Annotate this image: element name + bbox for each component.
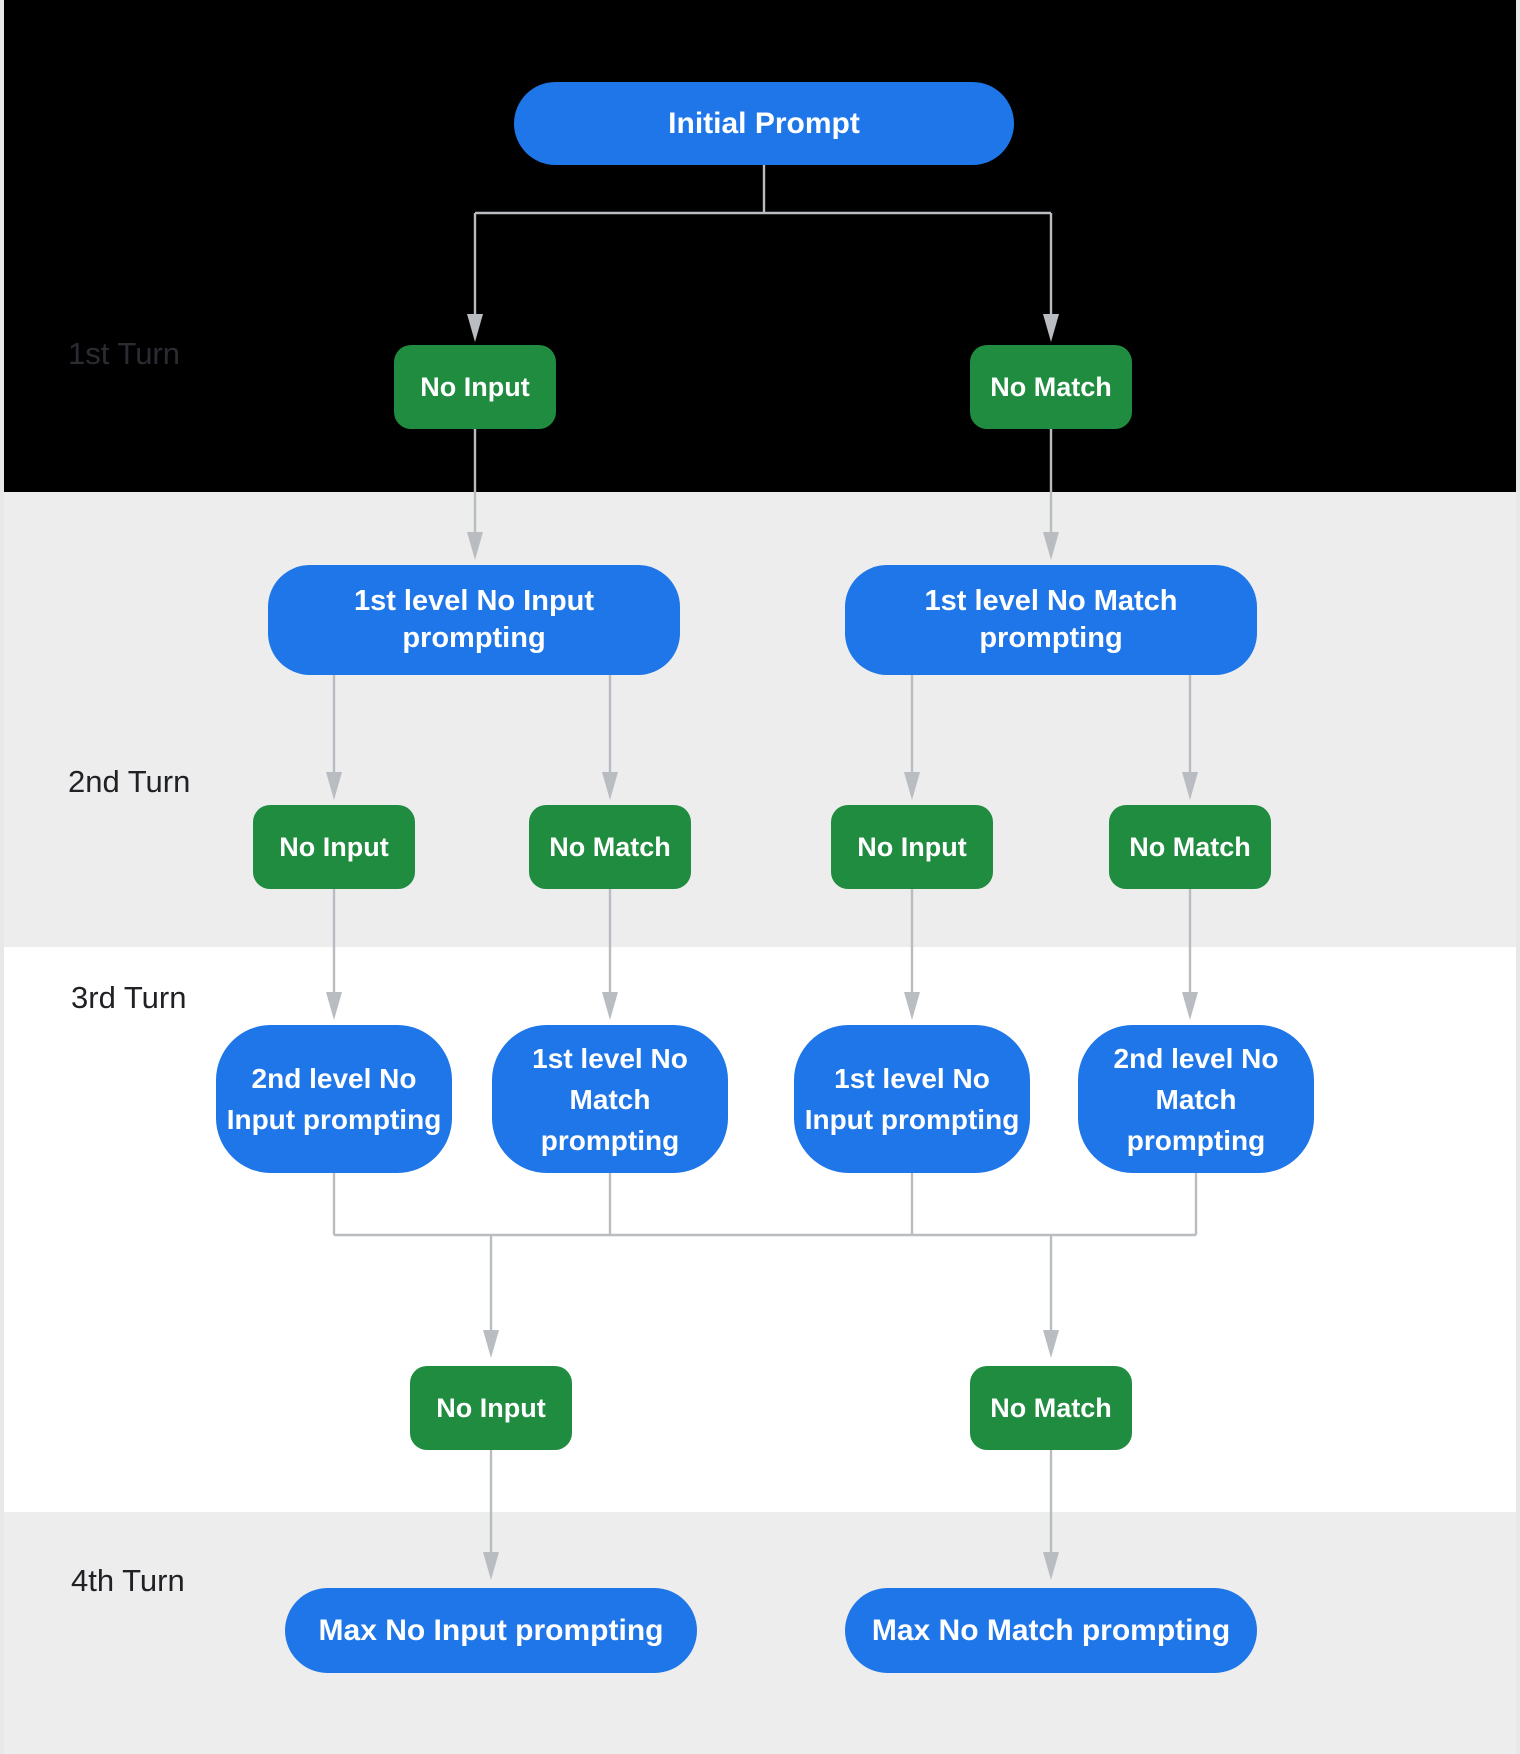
node-turn1-no-match: No Match bbox=[970, 345, 1132, 429]
node-level2-no-input-prompting: 2nd level No Input prompting bbox=[216, 1025, 452, 1173]
turn-label-2: 2nd Turn bbox=[68, 764, 191, 799]
node-initial-prompt: Initial Prompt bbox=[514, 82, 1014, 165]
node-level1-no-input-prompting-2: 1st level No Input prompting bbox=[794, 1025, 1030, 1173]
node-max-no-match-prompting: Max No Match prompting bbox=[845, 1588, 1257, 1673]
node-turn3-no-match: No Match bbox=[970, 1366, 1132, 1450]
node-turn1-no-input: No Input bbox=[394, 345, 556, 429]
turn-label-1: 1st Turn bbox=[68, 336, 180, 371]
section-turn1-background bbox=[4, 0, 1516, 492]
section-turn3-background bbox=[4, 947, 1516, 1512]
node-level1-no-input-prompting: 1st level No Input prompting bbox=[268, 565, 680, 675]
turn-label-4: 4th Turn bbox=[71, 1563, 185, 1598]
node-turn2-no-input-right: No Input bbox=[831, 805, 993, 889]
node-turn2-no-match-left: No Match bbox=[529, 805, 691, 889]
node-turn2-no-match-right: No Match bbox=[1109, 805, 1271, 889]
section-turn4-background bbox=[4, 1512, 1516, 1754]
node-max-no-input-prompting: Max No Input prompting bbox=[285, 1588, 697, 1673]
node-turn3-no-input: No Input bbox=[410, 1366, 572, 1450]
node-level1-no-match-prompting-2: 1st level No Match prompting bbox=[492, 1025, 728, 1173]
node-level2-no-match-prompting: 2nd level No Match prompting bbox=[1078, 1025, 1314, 1173]
node-turn2-no-input-left: No Input bbox=[253, 805, 415, 889]
diagram-panel bbox=[4, 0, 1516, 1754]
turn-label-3: 3rd Turn bbox=[71, 980, 187, 1015]
section-turn2-background bbox=[4, 492, 1516, 947]
node-level1-no-match-prompting: 1st level No Match prompting bbox=[845, 565, 1257, 675]
